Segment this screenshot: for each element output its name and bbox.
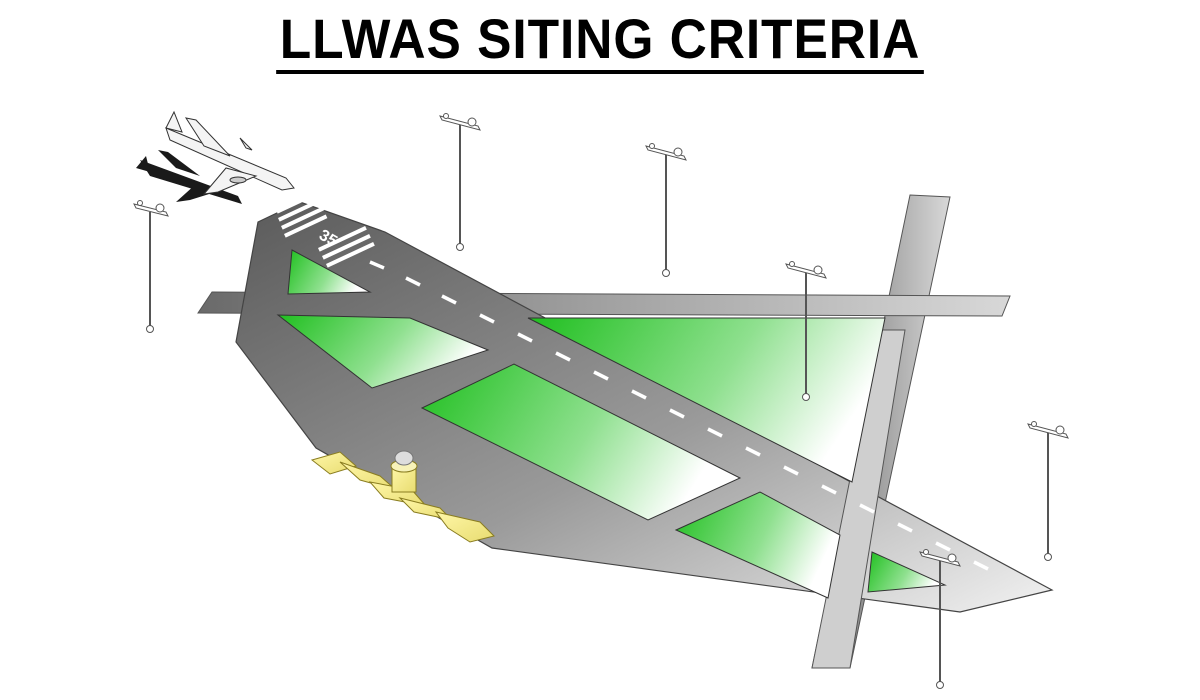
llwas-sensor xyxy=(919,549,961,689)
llwas-sensor xyxy=(133,200,169,333)
grass-infield xyxy=(674,491,841,599)
grass-infield xyxy=(287,249,372,295)
terminal-building xyxy=(310,451,495,543)
runway-number: 35 xyxy=(316,227,340,251)
grass-infield xyxy=(867,551,947,593)
diagram-title: LLWAS SITING CRITERIA xyxy=(48,6,1152,74)
diagram-title-text: LLWAS SITING CRITERIA xyxy=(276,7,924,74)
threshold-markings xyxy=(276,190,375,268)
llwas-sensor xyxy=(1027,421,1069,561)
llwas-sensor xyxy=(785,261,827,401)
runway-centerline xyxy=(369,260,989,571)
llwas-sensor xyxy=(439,113,481,251)
airplane xyxy=(165,110,295,195)
grass-infield xyxy=(420,363,742,521)
llwas-sensor xyxy=(645,143,687,277)
control-tower xyxy=(390,450,418,493)
grass-infield xyxy=(276,314,490,389)
grass-infield xyxy=(527,317,886,483)
